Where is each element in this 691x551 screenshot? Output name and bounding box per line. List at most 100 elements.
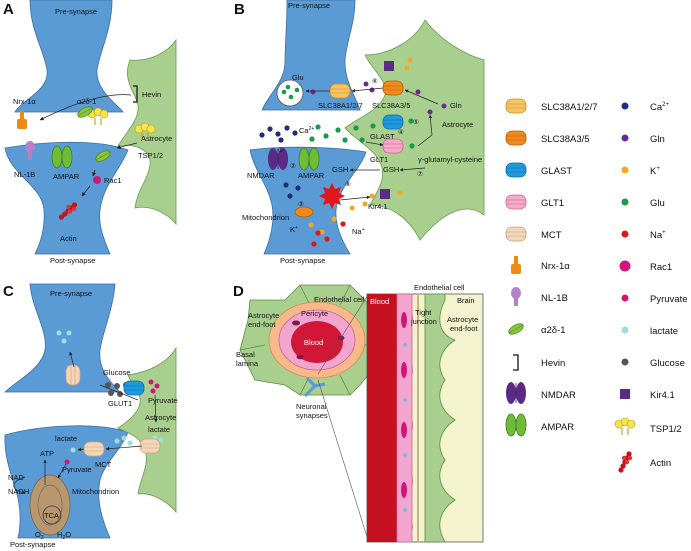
panel-b-glast-label: GLAST: [370, 132, 395, 141]
glucose-dot-icon: [621, 358, 629, 366]
panel-b-pre-label: Pre-synapse: [288, 1, 330, 10]
kir41-icon: [380, 189, 390, 199]
legend-col1: SLC38A1/2/7 SLC38A3/5 GLAST GLT1 MCT Nrx…: [505, 98, 598, 437]
panel-a-postsynapse: [4, 141, 129, 255]
ca-dot-icon: [621, 102, 629, 110]
mct-icon: [139, 438, 161, 454]
glt1-legend-icon: [505, 194, 527, 210]
legend-glucose: Glucose: [650, 358, 685, 369]
rac1-dot-icon: [619, 260, 631, 272]
legend-na: Na+: [650, 230, 666, 241]
panel-a-tsp-label: TSP1/2: [138, 151, 163, 160]
mitochondrion-icon: [29, 474, 71, 536]
svg-text:⑤: ⑤: [413, 118, 419, 126]
panel-d-basal-label-a: Basal: [236, 350, 255, 359]
panel-c-mct-label: MCT: [95, 460, 112, 469]
ros-burst-icon: [319, 183, 345, 209]
panel-a-letter: A: [3, 1, 14, 18]
panel-a-hevin-label: Hevin: [142, 90, 161, 99]
panel-b-letter: B: [234, 1, 245, 18]
blood-lumen: [291, 321, 343, 363]
legend-nrx: Nrx-1α: [541, 261, 570, 272]
panel-d: D Blood Endothelial cell Pericyte Astroc…: [233, 283, 484, 543]
panel-c-h2o-label: H2O: [57, 530, 71, 541]
svg-text:⑥: ⑥: [372, 77, 378, 85]
legend-slc38a127: SLC38A1/2/7: [541, 102, 598, 113]
neuronal-synapse-shape: [303, 376, 326, 398]
panel-b-na-label: Na+: [352, 227, 365, 236]
nl-legend-icon: [511, 287, 521, 306]
panel-d-basal-label-b: lamina: [236, 359, 259, 368]
panel-a-post-label: Post-synapse: [50, 256, 95, 265]
panel-c-pyruvate2-label: Pyruvate: [62, 465, 92, 474]
legend-col2: Ca2+ Gln K+ Glu Na+ Rac1 Pyruvate lactat…: [614, 102, 688, 473]
legend-pyruvate: Pyruvate: [650, 294, 688, 305]
legend-nl: NL-1B: [541, 293, 568, 304]
tsp-legend-icon: [614, 417, 636, 436]
panel-a-rac1-label: Rac1: [104, 176, 122, 185]
svg-text:②: ②: [290, 162, 296, 170]
panel-b-gsh-label-1: GSH: [383, 165, 399, 174]
legend-glt1: GLT1: [541, 198, 564, 209]
legend-actin: Actin: [650, 458, 671, 469]
svg-text:④: ④: [398, 128, 404, 136]
svg-text:③: ③: [298, 200, 304, 208]
panel-b-slc127-label: SLC38A1/2/7: [318, 101, 363, 110]
panel-d-endo1-label: Endothelial cell: [314, 295, 365, 304]
blood-column: [367, 294, 397, 542]
slc38a35-icon: [382, 80, 404, 96]
panel-a-nl-label: NL-1B: [14, 170, 35, 179]
na-dot-icon: [621, 230, 629, 238]
panel-b-postsynapse: [249, 146, 367, 255]
legend-gln: Gln: [650, 134, 665, 145]
legend-slc38a35: SLC38A3/5: [541, 134, 590, 145]
legend-nmdar: NMDAR: [541, 390, 576, 401]
mitochondrion-icon: [294, 206, 314, 218]
ampar-legend-icon: [505, 413, 527, 437]
panel-d-brain-label: Brain: [457, 296, 475, 305]
panel-d-blood2-label: Blood: [370, 297, 389, 306]
panel-a: A Pre-synapse Post-synapse Astrocyte Hev…: [3, 0, 177, 265]
slc38a127-icon: [329, 83, 351, 99]
panel-a-ampar-label: AMPAR: [53, 172, 80, 181]
hevin-icon: [133, 85, 138, 103]
glut1-icon: [123, 380, 145, 396]
slc38a35-legend-icon: [505, 130, 527, 146]
panel-a-astrocyte: [117, 38, 177, 226]
k-dot-icon: [621, 166, 629, 174]
legend-glast: GLAST: [541, 166, 572, 177]
nrx-icon: [17, 111, 27, 129]
panel-d-neuronal-label-a: Neuronal: [296, 402, 327, 411]
legend-lactate: lactate: [650, 326, 678, 337]
panel-b: B Pre-synapse Post-synapse Astrocyte Glu…: [234, 0, 485, 265]
glast-legend-icon: [505, 162, 527, 178]
panel-b-slc35-label: SLC38A3/5: [372, 101, 410, 110]
alpha2delta-legend-icon: [506, 321, 526, 337]
panel-c-pre-label: Pre-synapse: [50, 289, 92, 298]
mct-icon: [65, 364, 81, 386]
legend-a2d: α2δ-1: [541, 325, 566, 336]
panel-b-glu-label: Glu: [292, 73, 304, 82]
panel-a-astro-label: Astrocyte: [141, 134, 172, 143]
step-numbers: ① ② ③ ④ ⑤ ⑥ ⑦ ⑧: [278, 77, 423, 208]
panel-c-atp-label: ATP: [40, 449, 54, 458]
legend-k: K+: [650, 166, 660, 177]
panel-d-tight-label-b: junction: [410, 317, 437, 326]
panel-c-tca-label: TCA: [44, 511, 59, 520]
legend-ampar: AMPAR: [541, 422, 574, 433]
legend-hevin: Hevin: [541, 358, 565, 369]
panel-b-mito-label: Mitochondrion: [242, 213, 289, 222]
panel-a-presynapse: [14, 0, 124, 113]
panel-d-astro-foot2-label-b: end-foot: [450, 324, 478, 333]
panel-d-endo2-label: Endothelial cell: [414, 283, 465, 292]
panel-b-gln-label: Gln: [450, 101, 462, 110]
nrx-legend-icon: [511, 256, 521, 274]
hevin-legend-icon: [513, 354, 519, 371]
lactate-dot-icon: [621, 326, 629, 334]
legend-mct: MCT: [541, 230, 562, 241]
svg-text:⑦: ⑦: [417, 170, 423, 178]
tca-cycle-icon: [42, 505, 62, 525]
panel-b-kir-label: Kir4.1: [368, 202, 388, 211]
panel-b-k-label: K+: [290, 225, 298, 234]
